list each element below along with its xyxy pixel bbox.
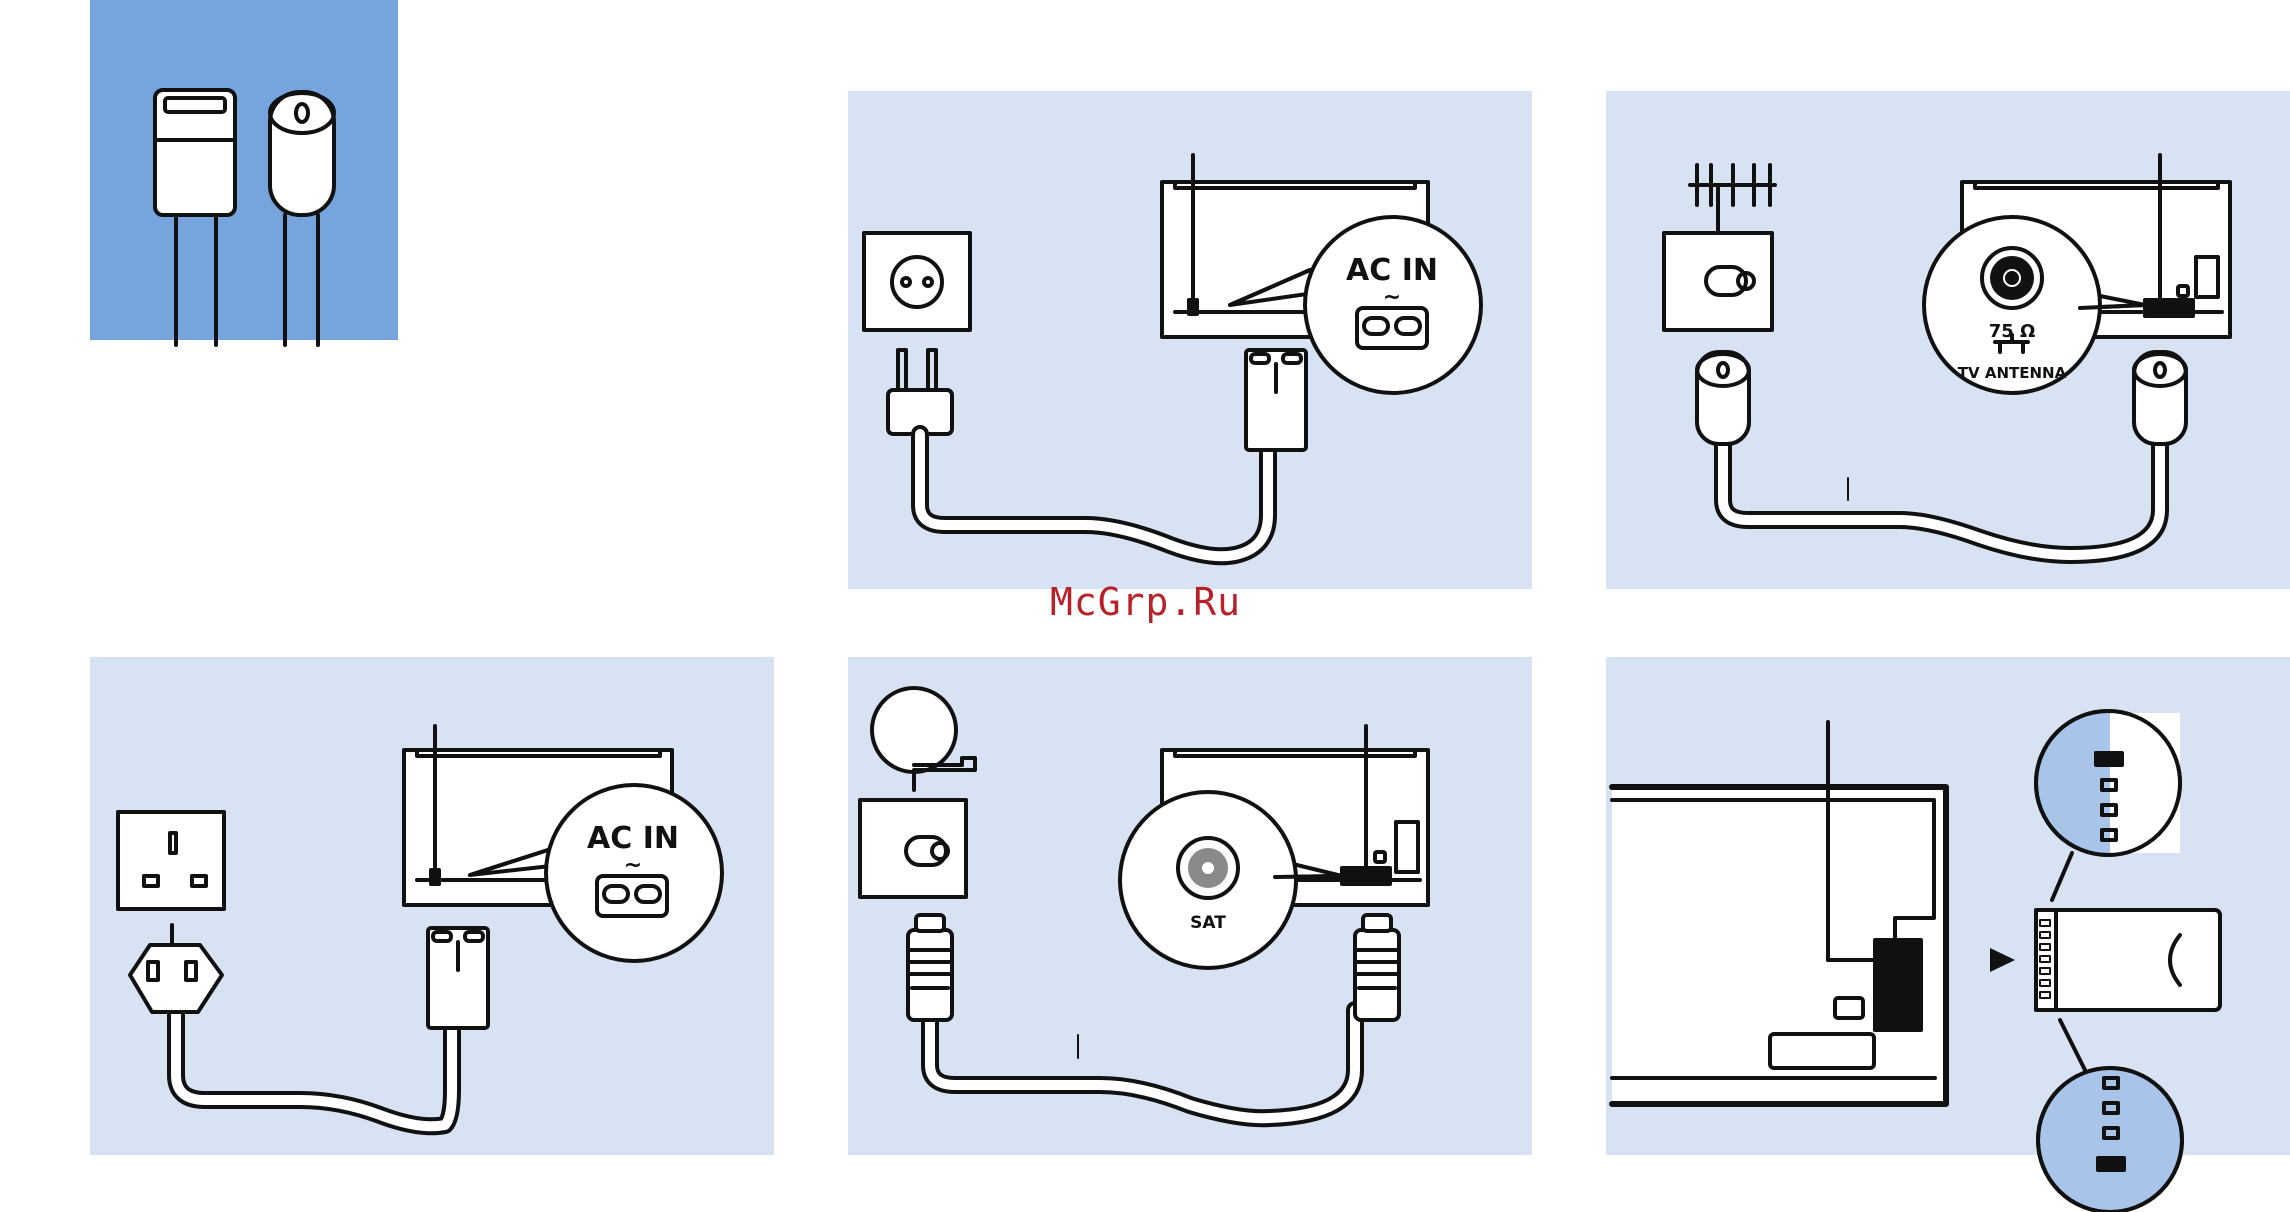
- ac-in-label: AC IN: [1346, 253, 1438, 288]
- uk-wall-socket-icon: [118, 812, 224, 909]
- antenna-wall-socket-icon: [1664, 233, 1772, 330]
- satellite-panel: [848, 657, 1532, 1155]
- iec-plug-icon: [1246, 350, 1306, 450]
- power-eu-panel: [848, 91, 1532, 589]
- ci-module-panel: [1606, 657, 2290, 1212]
- coax-plug-right-icon: [2134, 352, 2186, 444]
- f-connector-left-icon: [908, 915, 952, 1020]
- sat-wall-socket-icon: [860, 800, 966, 897]
- uk-ac-symbol: ~: [624, 853, 642, 878]
- watermark: McGrp.Ru: [1050, 580, 1241, 624]
- sat-label: SAT: [1190, 913, 1226, 933]
- coax-plug-left-icon: [1697, 352, 1749, 444]
- f-connector-right-icon: [1355, 915, 1399, 1020]
- tv-antenna-label: TV ANTENNA: [1958, 364, 2067, 382]
- cable-types-block: [90, 0, 398, 345]
- ac-symbol: ~: [1383, 285, 1401, 310]
- cam-card-icon: [2036, 910, 2220, 1010]
- uk-ac-in-label: AC IN: [587, 821, 679, 856]
- wall-socket-icon: [864, 233, 970, 330]
- uk-iec-plug-icon: [428, 928, 488, 1028]
- ohm-label: 75 Ω: [1989, 321, 2036, 342]
- antenna-panel: [1606, 91, 2290, 589]
- power-uk-panel: [90, 657, 774, 1155]
